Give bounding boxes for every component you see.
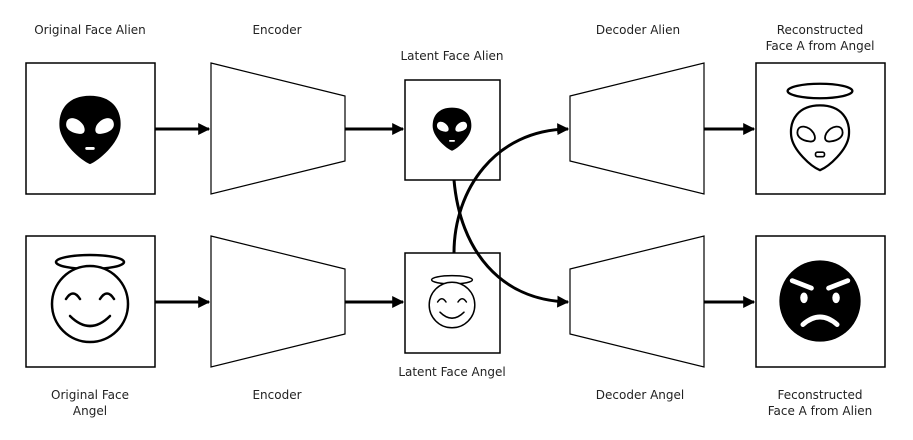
label-reconstructed-bottom-line2: Face A from Alien [768, 404, 873, 418]
label-decoder-alien: Decoder Alien [596, 23, 680, 37]
decoder-alien-trapezoid [569, 62, 705, 195]
label-latent-face-alien: Latent Face Alien [400, 49, 503, 63]
decoder-angel-trapezoid [569, 235, 705, 368]
label-original-face-angel-line2: Angel [73, 404, 107, 418]
label-original-face-alien: Original Face Alien [34, 23, 146, 37]
label-encoder-bottom: Encoder [252, 388, 301, 402]
label-latent-face-angel: Latent Face Angel [398, 365, 505, 379]
encoder-bottom-trapezoid [210, 235, 346, 368]
label-reconstructed-bottom-line1: Feconstructed [778, 388, 863, 402]
label-decoder-angel: Decoder Angel [596, 388, 684, 402]
encoder-top-trapezoid [210, 62, 346, 195]
alien-outline-with-halo-icon [786, 82, 854, 172]
label-reconstructed-top-line1: Reconstructed [777, 23, 864, 37]
angry-face-icon [779, 260, 860, 341]
label-reconstructed-top-line2: Face A from Angel [766, 39, 875, 53]
arrow-latent-angel-to-decoder-alien [452, 123, 570, 254]
label-original-face-angel-line1: Original Face [51, 388, 129, 402]
arrow-latent-alien-to-decoder-angel [452, 179, 570, 308]
label-encoder-top: Encoder [252, 23, 301, 37]
